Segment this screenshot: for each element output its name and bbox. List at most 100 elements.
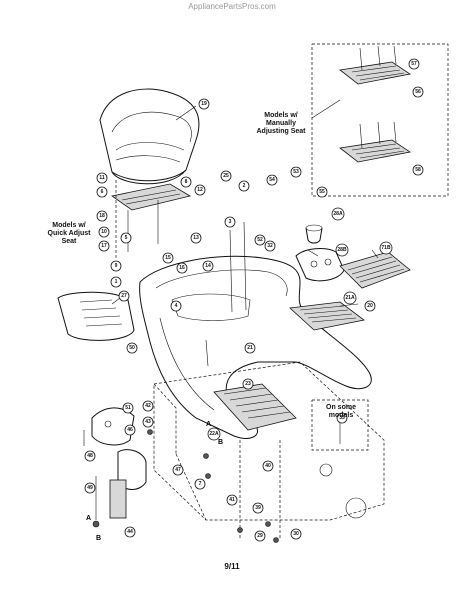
callout-57: 57 xyxy=(408,58,420,70)
callout-13: 13 xyxy=(190,232,202,244)
svg-text:39: 39 xyxy=(255,505,261,511)
left-console xyxy=(57,291,135,341)
watermark: AppliancePartsPros.com xyxy=(188,2,276,11)
svg-text:18: 18 xyxy=(99,213,105,219)
callout-29: 29 xyxy=(254,530,266,542)
leader-lines xyxy=(111,105,379,367)
svg-text:40: 40 xyxy=(265,463,271,469)
callout-44: 44 xyxy=(124,526,136,538)
callout-5: 5 xyxy=(120,232,132,244)
svg-text:51: 51 xyxy=(125,405,131,411)
svg-text:33: 33 xyxy=(339,415,345,421)
callout-20: 20 xyxy=(364,300,376,312)
svg-text:48: 48 xyxy=(87,453,93,459)
callout-52: 52 xyxy=(254,234,266,246)
letter-b-upper: B xyxy=(218,439,223,446)
callout-41: 41 xyxy=(226,494,238,506)
svg-text:17: 17 xyxy=(101,243,107,249)
svg-text:22A: 22A xyxy=(209,431,219,437)
fender-body xyxy=(139,221,372,439)
svg-text:52: 52 xyxy=(257,237,263,243)
some-models-label: On some models xyxy=(326,404,356,419)
svg-text:6: 6 xyxy=(101,189,104,195)
svg-text:23: 23 xyxy=(245,381,251,387)
svg-text:46: 46 xyxy=(127,427,133,433)
svg-text:71B: 71B xyxy=(381,245,391,251)
callout-40: 40 xyxy=(262,460,274,472)
svg-text:1: 1 xyxy=(115,279,118,285)
svg-text:8: 8 xyxy=(185,179,188,185)
letter-a-upper: A xyxy=(206,421,211,428)
svg-text:25: 25 xyxy=(223,173,229,179)
callout-2: 2 xyxy=(238,180,250,192)
callout-19: 19 xyxy=(198,98,210,110)
svg-text:21: 21 xyxy=(247,345,253,351)
callout-42: 42 xyxy=(142,400,154,412)
callout-1: 1 xyxy=(110,276,122,288)
callout-49: 49 xyxy=(84,482,96,494)
svg-text:14: 14 xyxy=(205,263,211,269)
svg-text:9: 9 xyxy=(115,263,118,269)
callout-56: 56 xyxy=(412,86,424,98)
callout-27: 27 xyxy=(118,290,130,302)
svg-text:50: 50 xyxy=(129,345,135,351)
callout-10: 10 xyxy=(98,226,110,238)
callout-33: 33 xyxy=(336,412,348,424)
seat-mount xyxy=(111,180,192,260)
frame xyxy=(153,361,385,540)
svg-text:21A: 21A xyxy=(345,295,355,301)
callout-51: 51 xyxy=(122,402,134,414)
svg-text:47: 47 xyxy=(175,467,181,473)
callout-21a: 21A xyxy=(343,291,357,305)
svg-text:5: 5 xyxy=(125,235,128,241)
svg-text:30: 30 xyxy=(293,531,299,537)
callout-7: 7 xyxy=(194,478,206,490)
svg-text:42: 42 xyxy=(145,403,151,409)
letter-b-lower: B xyxy=(96,535,101,542)
callout-4: 4 xyxy=(170,300,182,312)
manual-seat-label: Models w/ Manually Adjusting Seat xyxy=(256,112,306,135)
cup-holder xyxy=(305,224,323,244)
svg-text:41: 41 xyxy=(229,497,235,503)
svg-text:53: 53 xyxy=(293,169,299,175)
svg-text:56: 56 xyxy=(415,89,421,95)
svg-text:3: 3 xyxy=(229,219,232,225)
svg-text:15: 15 xyxy=(165,255,171,261)
callout-3: 3 xyxy=(224,216,236,228)
svg-text:28B: 28B xyxy=(337,247,347,253)
svg-text:10: 10 xyxy=(101,229,107,235)
rubber-mat xyxy=(339,251,411,289)
svg-text:57: 57 xyxy=(411,61,417,67)
fasteners xyxy=(92,429,279,543)
callout-46: 46 xyxy=(124,424,136,436)
svg-text:4: 4 xyxy=(175,303,178,309)
svg-text:55: 55 xyxy=(319,189,325,195)
svg-text:12: 12 xyxy=(197,187,203,193)
callout-54: 54 xyxy=(266,174,278,186)
callout-6: 6 xyxy=(96,186,108,198)
svg-text:27: 27 xyxy=(121,293,127,299)
svg-text:16: 16 xyxy=(179,265,185,271)
svg-text:11: 11 xyxy=(99,175,105,181)
svg-text:29: 29 xyxy=(257,533,263,539)
callout-23: 23 xyxy=(242,378,254,390)
callout-53: 53 xyxy=(290,166,302,178)
callout-11: 11 xyxy=(96,172,108,184)
svg-text:20: 20 xyxy=(367,303,373,309)
callout-30: 30 xyxy=(290,528,302,540)
letter-markers: A B A B xyxy=(86,421,223,542)
svg-text:58: 58 xyxy=(415,167,421,173)
svg-text:43: 43 xyxy=(145,419,151,425)
callout-15: 15 xyxy=(162,252,174,264)
callout-32: 32 xyxy=(264,240,276,252)
callout-58: 58 xyxy=(412,164,424,176)
callout-43: 43 xyxy=(142,416,154,428)
callout-55: 55 xyxy=(316,186,328,198)
callout-21: 21 xyxy=(244,342,256,354)
svg-text:32: 32 xyxy=(267,243,273,249)
left-step-mat xyxy=(213,383,297,431)
right-step-mat xyxy=(289,301,365,331)
callout-17: 17 xyxy=(98,240,110,252)
callout-28b: 28B xyxy=(335,243,349,257)
